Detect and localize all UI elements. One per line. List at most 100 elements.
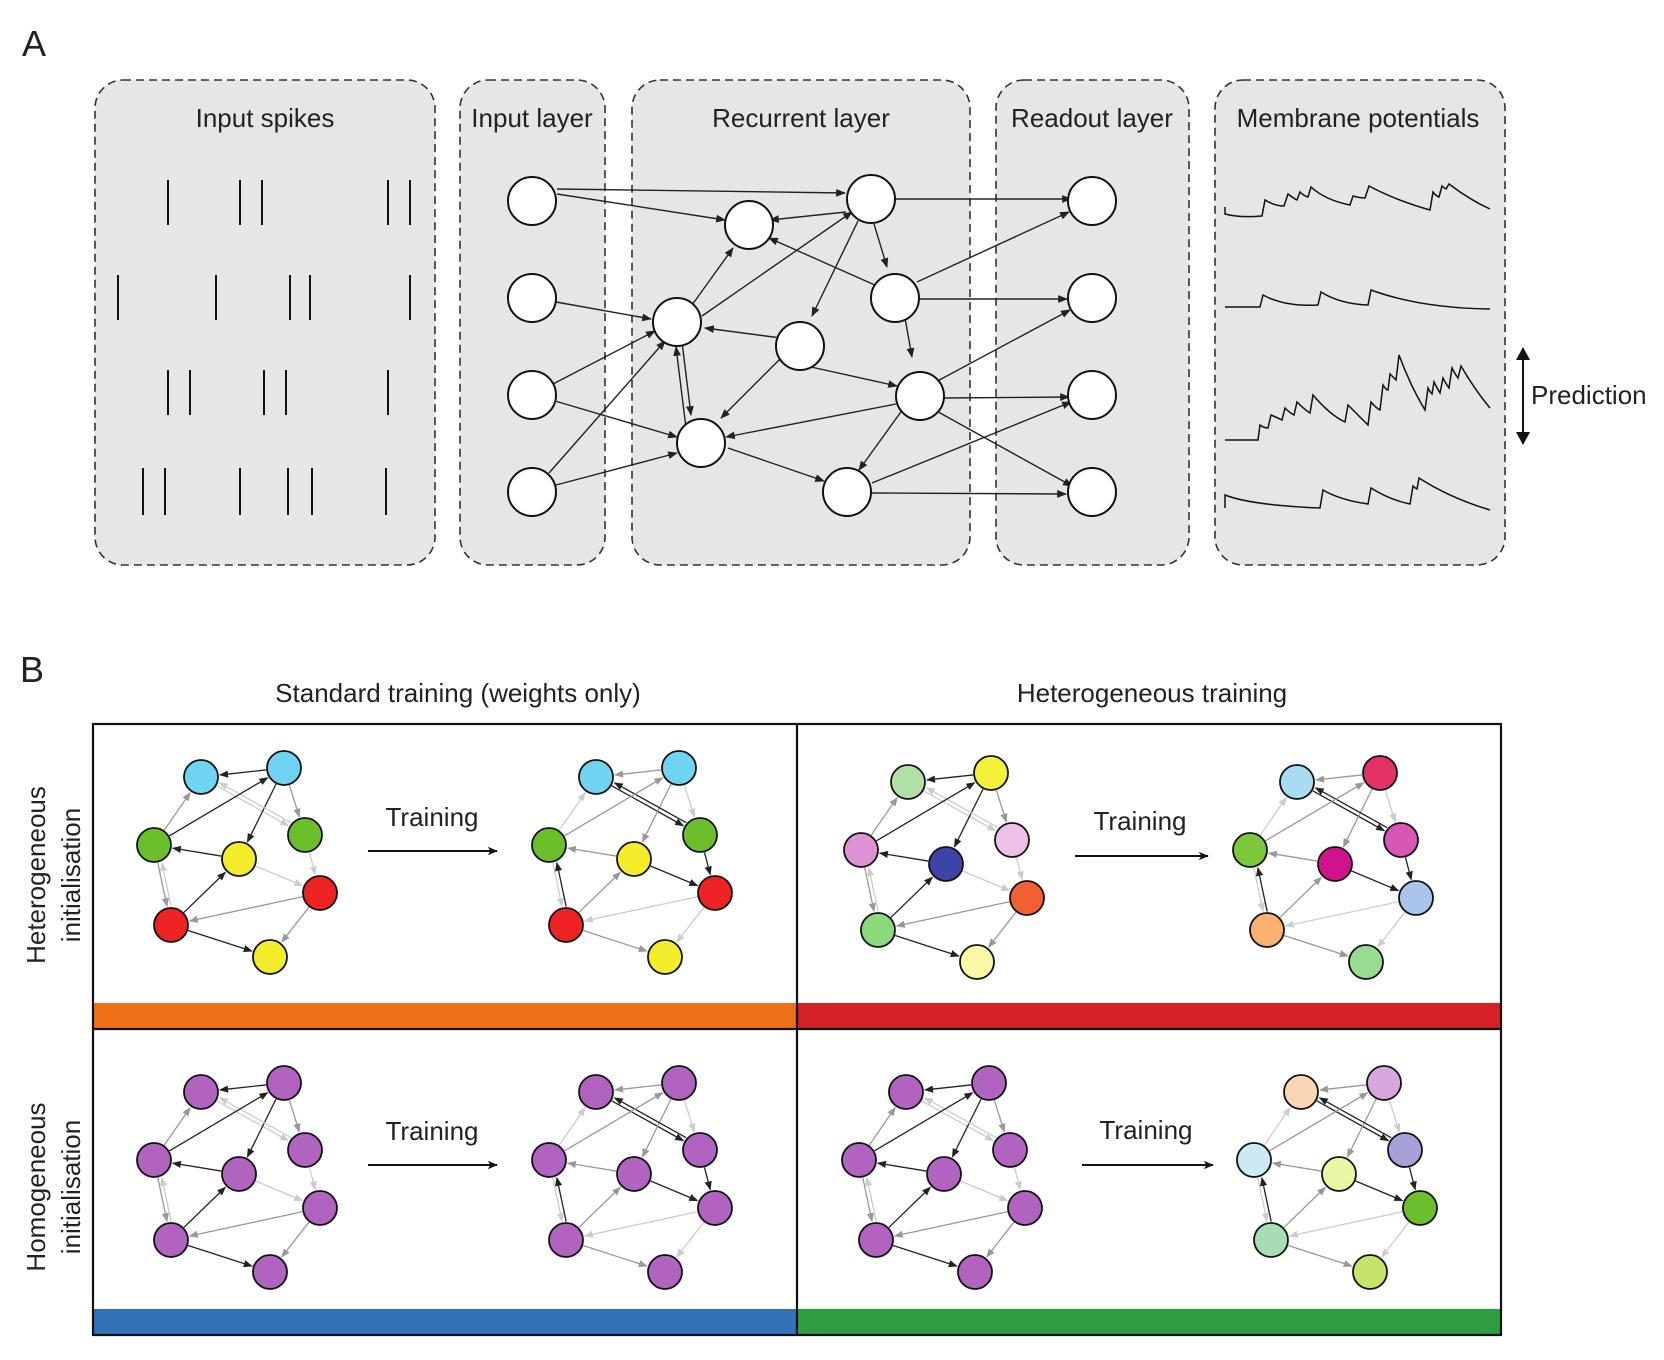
mini-network-edge: [888, 1186, 932, 1228]
result-bar-heterogeneous-homogeneous: [797, 1309, 1501, 1335]
mini-network-edge: [650, 1180, 699, 1202]
mini-network-edge: [555, 1176, 567, 1222]
mini-network-edge: [1355, 1180, 1404, 1202]
mini-network-edge: [1015, 857, 1024, 881]
result-bar-heterogeneous-heterogeneous: [797, 1003, 1501, 1029]
mini-network-edge: [255, 865, 304, 887]
mini-network-neuron: [266, 750, 302, 786]
mini-network-edge: [683, 1099, 696, 1133]
mini-network-edge: [1388, 1099, 1401, 1133]
mini-network-neuron: [287, 817, 323, 853]
mini-network-edge: [925, 787, 999, 829]
mini-network-edge: [868, 1106, 896, 1146]
mini-network-neuron: [1236, 1142, 1272, 1178]
input-neuron: [507, 370, 557, 420]
mini-network-neuron: [661, 750, 697, 786]
mini-network-edge: [183, 871, 227, 913]
mini-network-neuron: [1348, 944, 1384, 980]
mini-network-edge: [1342, 788, 1373, 848]
col-title-heterogeneous: Heterogeneous training: [1017, 678, 1287, 708]
recurrent-neuron: [676, 418, 726, 468]
mini-network-edge: [865, 1176, 877, 1222]
mini-network-edge: [187, 929, 253, 953]
mini-network-edge: [993, 1099, 1006, 1133]
mini-network-neuron: [221, 841, 257, 877]
panel-b-letter: B: [20, 649, 44, 690]
mini-network-neuron: [578, 759, 614, 795]
mini-network-edge: [876, 1160, 927, 1172]
mini-network-edge: [867, 866, 879, 912]
result-bar-standard-homogeneous: [93, 1309, 797, 1335]
mini-network-edge: [583, 896, 698, 923]
mini-network-edge: [895, 901, 1010, 928]
mini-network-neuron: [531, 1142, 567, 1178]
mini-network-edge: [613, 769, 662, 778]
mini-network-neuron: [971, 1065, 1007, 1101]
mini-network-edge: [288, 784, 301, 818]
mini-network-neuron: [302, 875, 338, 911]
mini-network-neuron: [1398, 880, 1434, 916]
mini-network-edge: [163, 791, 191, 831]
mini-network-edge: [216, 1100, 290, 1142]
mini-network-edge: [923, 790, 997, 832]
readout-neuron: [1067, 273, 1117, 323]
mini-network-neuron: [1383, 822, 1419, 858]
prediction-arrowhead-down: [1516, 432, 1530, 445]
mini-network-edge: [1312, 790, 1386, 832]
mini-network-edge: [1314, 787, 1388, 829]
mini-network-edge: [1013, 1167, 1022, 1191]
mini-network-neuron: [928, 846, 964, 882]
mini-network-edge: [160, 1176, 172, 1222]
mini-network-edge: [683, 784, 696, 818]
training-label: Training: [386, 802, 479, 832]
mini-network-edge: [564, 777, 664, 837]
mini-network-edge: [255, 1180, 304, 1202]
mini-network-edge: [1256, 866, 1268, 912]
mini-network-edge: [611, 1100, 685, 1142]
mini-network-neuron: [531, 827, 567, 863]
mini-network-edge: [611, 785, 685, 827]
mini-network-edge: [281, 906, 310, 943]
mini-network-edge: [218, 1097, 292, 1139]
mini-network-edge: [566, 1160, 617, 1172]
mini-network-edge: [892, 1244, 958, 1268]
spike-raster: [117, 180, 411, 515]
mini-network-edge: [1318, 1084, 1367, 1093]
mini-network-neuron: [994, 822, 1030, 858]
mini-network-edge: [582, 929, 648, 953]
mini-network-edge: [246, 1098, 277, 1158]
mini-network-edge: [676, 906, 705, 943]
mini-network-edge: [1381, 1221, 1410, 1258]
mini-network-edge: [995, 789, 1008, 823]
mini-network-neuron: [153, 907, 189, 943]
mini-network-neuron: [647, 939, 683, 975]
mini-network-edge: [1287, 1244, 1353, 1268]
mini-network-edge: [962, 870, 1011, 892]
row-title-heterogeneous-2: initialisation: [56, 808, 86, 942]
mini-network-edge: [160, 861, 172, 907]
mini-network-neuron: [183, 759, 219, 795]
mini-network-edge: [216, 785, 290, 827]
mini-network-neuron: [1317, 846, 1353, 882]
mini-network-neuron: [578, 1074, 614, 1110]
mini-network-edge: [641, 783, 672, 843]
box-title-readout-layer: Readout layer: [1011, 103, 1173, 133]
mini-network-neuron: [661, 1065, 697, 1101]
mini-network-edge: [169, 777, 269, 837]
mini-network-edge: [555, 861, 567, 907]
mini-network-edge: [864, 867, 876, 913]
mini-network-edge: [986, 1221, 1015, 1258]
mini-network-edge: [578, 871, 622, 913]
mini-network-edge: [1259, 796, 1287, 836]
mini-network-neuron: [1321, 1156, 1357, 1192]
mini-network-edge: [1283, 934, 1349, 958]
mini-network-edge: [1271, 1160, 1322, 1172]
mini-network-edge: [893, 1211, 1008, 1238]
training-label: Training: [1094, 806, 1187, 836]
mini-network-edge: [1253, 867, 1265, 913]
mini-network-edge: [613, 1084, 662, 1093]
mini-network-edge: [583, 1211, 698, 1238]
mini-network-neuron: [890, 764, 926, 800]
mini-network-edge: [183, 1186, 227, 1228]
